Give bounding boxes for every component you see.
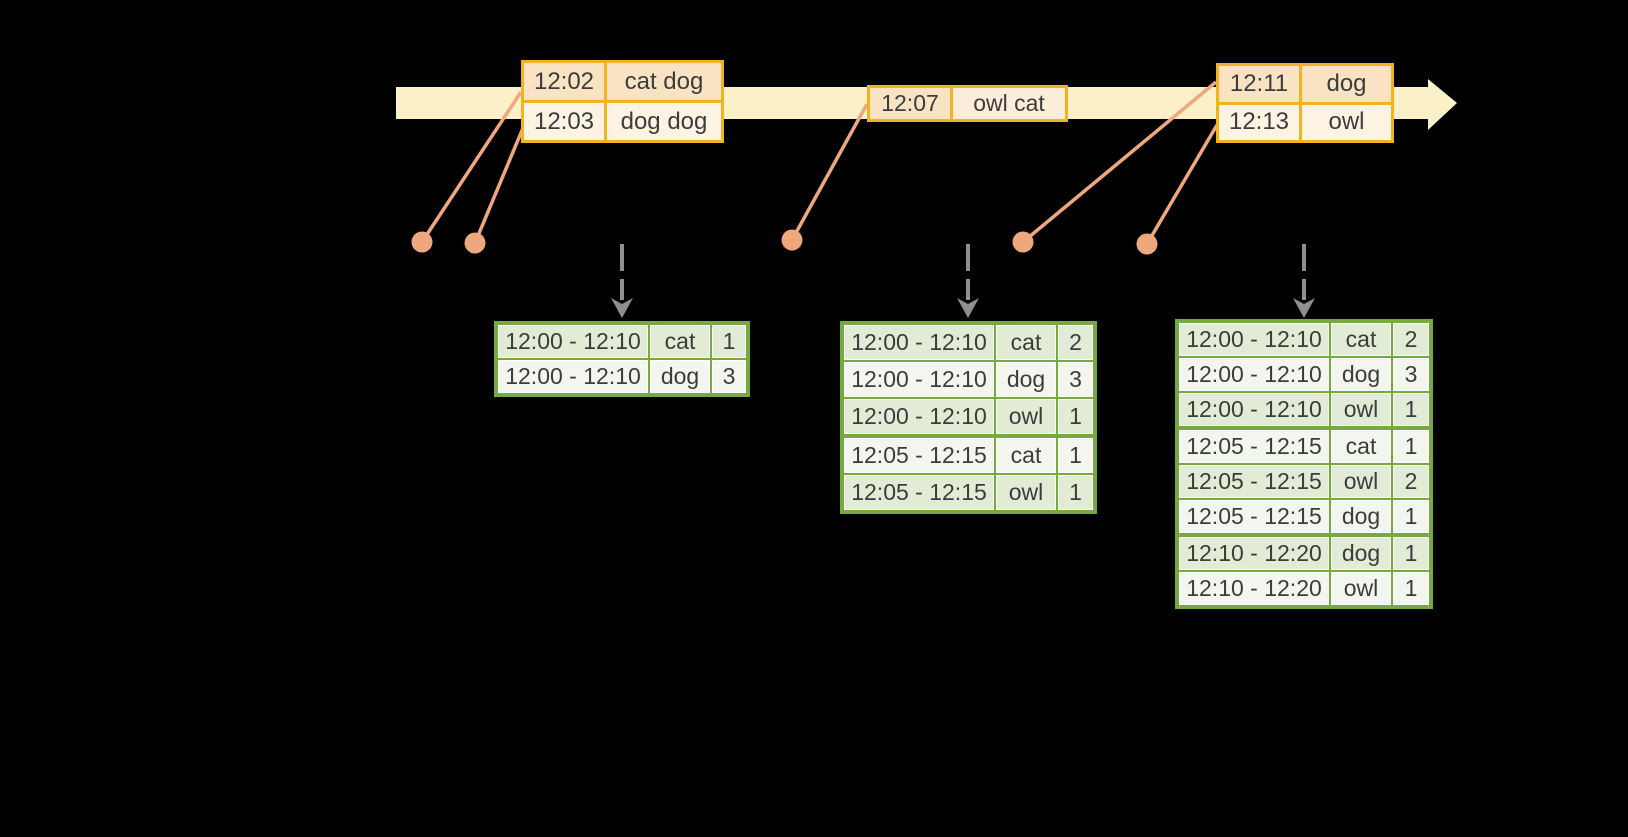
count-cell: 1 xyxy=(1393,572,1429,605)
count-cell: 2 xyxy=(1058,325,1093,360)
event-time-cell: 12:13 xyxy=(1219,104,1302,140)
event-dot xyxy=(411,231,433,253)
window-cell: 12:00 - 12:10 xyxy=(1179,393,1329,426)
leader-line xyxy=(1145,124,1219,245)
window-cell: 12:00 - 12:10 xyxy=(844,399,994,434)
count-cell: 3 xyxy=(1058,362,1093,397)
count-cell: 1 xyxy=(1393,393,1429,426)
word-cell: cat xyxy=(996,438,1056,473)
leader-line xyxy=(473,127,525,244)
window-cell: 12:00 - 12:10 xyxy=(498,360,648,393)
window-cell: 12:00 - 12:10 xyxy=(844,362,994,397)
event-time-cell: 12:07 xyxy=(870,88,953,119)
word-cell: dog xyxy=(1331,500,1391,533)
word-cell: owl xyxy=(1331,572,1391,605)
window-cell: 12:05 - 12:15 xyxy=(1179,465,1329,498)
event-words-cell: dog dog xyxy=(607,103,721,140)
word-cell: cat xyxy=(996,325,1056,360)
count-cell: 1 xyxy=(1058,475,1093,510)
trigger-arrowhead-icon xyxy=(1293,298,1315,318)
window-cell: 12:00 - 12:10 xyxy=(1179,358,1329,391)
window-cell: 12:05 - 12:15 xyxy=(844,475,994,510)
event-time-cell: 12:02 xyxy=(524,63,607,100)
count-cell: 1 xyxy=(712,325,746,358)
window-cell: 12:00 - 12:10 xyxy=(498,325,648,358)
count-cell: 1 xyxy=(1058,399,1093,434)
event-dot xyxy=(464,232,486,254)
leader-line xyxy=(420,91,523,243)
word-cell: owl xyxy=(996,475,1056,510)
window-cell: 12:05 - 12:15 xyxy=(1179,430,1329,463)
word-cell: cat xyxy=(650,325,710,358)
event-words-cell: owl cat xyxy=(953,88,1065,119)
event-dot xyxy=(1012,231,1034,253)
window-cell: 12:10 - 12:20 xyxy=(1179,537,1329,570)
event-words-cell: cat dog xyxy=(607,63,721,100)
word-cell: owl xyxy=(996,399,1056,434)
window-cell: 12:10 - 12:20 xyxy=(1179,572,1329,605)
count-cell: 3 xyxy=(712,360,746,393)
count-cell: 1 xyxy=(1393,430,1429,463)
count-cell: 3 xyxy=(1393,358,1429,391)
event-words-cell: dog xyxy=(1302,66,1391,102)
window-cell: 12:00 - 12:10 xyxy=(1179,323,1329,356)
word-cell: owl xyxy=(1331,465,1391,498)
event-words-cell: owl xyxy=(1302,104,1391,140)
word-cell: dog xyxy=(996,362,1056,397)
word-cell: dog xyxy=(1331,358,1391,391)
event-dot xyxy=(1136,233,1158,255)
window-cell: 12:05 - 12:15 xyxy=(844,438,994,473)
count-cell: 1 xyxy=(1393,500,1429,533)
count-cell: 2 xyxy=(1393,323,1429,356)
window-cell: 12:05 - 12:15 xyxy=(1179,500,1329,533)
event-time-cell: 12:03 xyxy=(524,103,607,140)
count-cell: 2 xyxy=(1393,465,1429,498)
word-cell: dog xyxy=(1331,537,1391,570)
word-cell: owl xyxy=(1331,393,1391,426)
word-cell: dog xyxy=(650,360,710,393)
count-cell: 1 xyxy=(1393,537,1429,570)
word-cell: cat xyxy=(1331,430,1391,463)
trigger-arrowhead-icon xyxy=(611,298,633,318)
trigger-arrowhead-icon xyxy=(957,298,979,318)
event-time-cell: 12:11 xyxy=(1219,66,1302,102)
window-cell: 12:00 - 12:10 xyxy=(844,325,994,360)
leader-line xyxy=(790,103,869,241)
event-dot xyxy=(781,229,803,251)
word-cell: cat xyxy=(1331,323,1391,356)
count-cell: 1 xyxy=(1058,438,1093,473)
leader-line xyxy=(1021,80,1218,244)
